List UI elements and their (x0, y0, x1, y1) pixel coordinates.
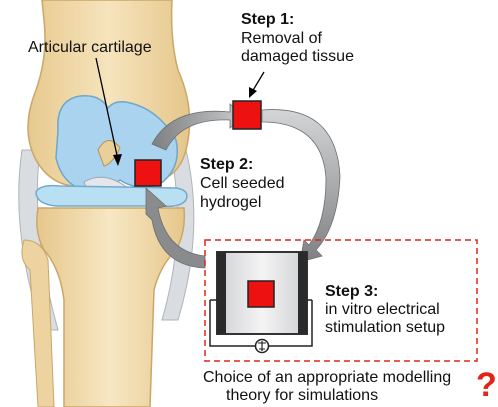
step3-line1: in vitro electrical (325, 301, 440, 318)
circuit-wire-right (268, 300, 313, 347)
question-line1: Choice of an appropriate modelling (203, 369, 452, 386)
cartilage-pointer (95, 57, 119, 161)
circuit-wire-left (209, 300, 256, 347)
step1-pointer-head (249, 87, 257, 98)
step1-line1: Removal of (241, 30, 322, 47)
fibula-bone (21, 239, 55, 407)
step2-line2: hydrogel (200, 194, 262, 211)
question-line2: theory for simulations (226, 387, 379, 404)
step2-title: Step 2: (200, 156, 254, 173)
step2-line1: Cell seeded (200, 175, 285, 192)
meniscus (35, 184, 188, 208)
arrow-to-step2 (145, 187, 206, 269)
intercondylar-notch (97, 140, 121, 167)
step1-title: Step 1: (241, 11, 295, 28)
articular-cartilage-label: Articular cartilage (28, 39, 152, 56)
step1-line2: damaged tissue (241, 48, 354, 65)
step3-title: Step 3: (325, 283, 379, 300)
step1-pointer (251, 71, 265, 93)
step3-square (247, 280, 275, 308)
electrode-left (217, 252, 226, 334)
cartilage-pointer-head (113, 154, 122, 166)
defect-square-knee (134, 159, 162, 187)
question-mark-icon: ? (476, 366, 497, 404)
electrode-right (298, 252, 307, 334)
step3-dashed-box (204, 239, 478, 362)
tibia-bone (36, 207, 186, 407)
step3-line2: stimulation setup (325, 319, 446, 336)
step1-square (232, 100, 262, 130)
